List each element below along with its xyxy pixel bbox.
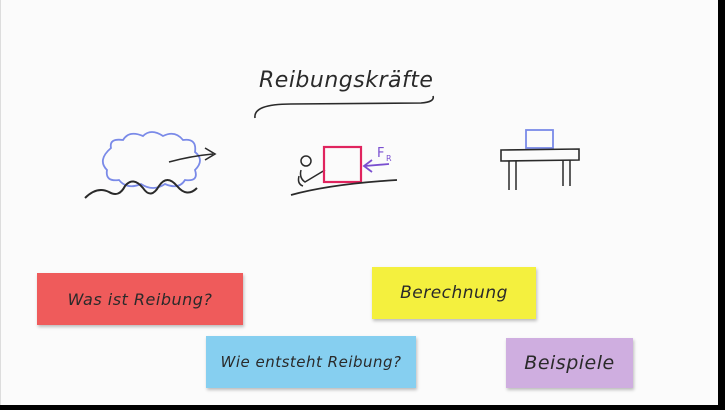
- card-label: Wie entsteht Reibung?: [220, 353, 402, 371]
- topic-card-how-friction-arises[interactable]: Wie entsteht Reibung?: [206, 336, 416, 388]
- pushing-person-icon: [297, 155, 326, 187]
- cloud-icon: [101, 131, 201, 189]
- whiteboard: Reibungskräfte F R: [0, 0, 718, 405]
- force-subscript: R: [386, 154, 392, 163]
- ground-line: [290, 179, 398, 196]
- box-icon: [322, 145, 363, 184]
- table-icon: [500, 148, 580, 190]
- card-label: Beispiele: [524, 352, 615, 374]
- card-label: Berechnung: [400, 283, 508, 303]
- topic-card-calculation[interactable]: Berechnung: [372, 267, 536, 319]
- friction-force-arrow-icon: [362, 159, 390, 173]
- card-label: Was ist Reibung?: [67, 289, 213, 309]
- force-label: F: [377, 146, 384, 161]
- page-title: Reibungskräfte: [259, 68, 434, 93]
- title-underline: [254, 95, 435, 119]
- topic-card-what-is-friction[interactable]: Was ist Reibung?: [37, 273, 243, 325]
- arrow-right-icon: [168, 147, 217, 163]
- topic-card-examples[interactable]: Beispiele: [506, 338, 633, 388]
- wavy-ground-icon: [84, 179, 198, 199]
- sketch-layer: F R: [84, 95, 580, 199]
- small-box-icon: [525, 129, 554, 149]
